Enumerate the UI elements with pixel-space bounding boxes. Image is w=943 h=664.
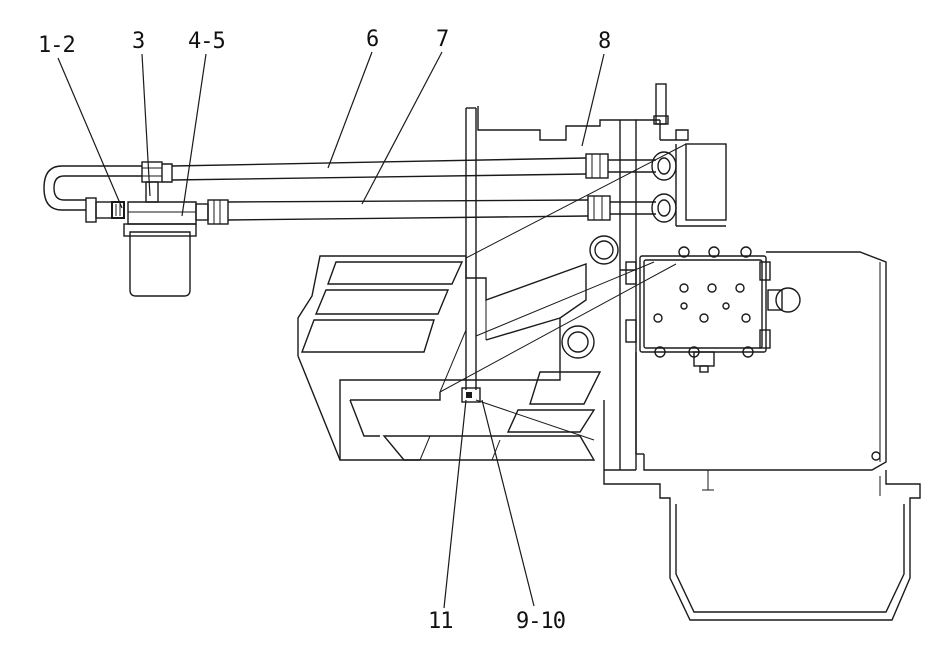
slat-2 [314, 289, 450, 315]
chassis-outline [643, 251, 887, 471]
hose-7-lower-edge [227, 215, 589, 221]
hose-6-upper-edge [171, 157, 587, 167]
chassis-housing [603, 251, 921, 621]
slat-1 [327, 261, 464, 285]
filter-canister [129, 231, 191, 297]
filter-head [127, 201, 197, 225]
valve-bolts [653, 246, 754, 358]
hose-7-upper-edge [227, 199, 589, 203]
main-frame [461, 83, 727, 471]
control-valve-block [625, 246, 801, 373]
label-11: 11 [428, 609, 453, 634]
hose-6-fitting-left [162, 163, 173, 183]
bracket-clip-11 [461, 387, 481, 403]
stepped-panels [297, 255, 602, 461]
valve-block-body [639, 255, 767, 353]
leader-4-5 [181, 53, 207, 217]
leader-3 [141, 53, 151, 197]
hoses [162, 151, 677, 223]
label-8: 8 [598, 29, 610, 54]
label-7: 7 [436, 27, 448, 52]
slat-bottom [382, 435, 596, 461]
fitting-top [141, 161, 163, 183]
panel-outline [297, 255, 587, 461]
filter-collar [123, 223, 197, 237]
frame-diagonals [439, 143, 687, 441]
slat-small-2 [506, 409, 596, 433]
label-3: 3 [132, 29, 144, 54]
leader-1-2 [57, 57, 123, 209]
leader-lines [57, 51, 605, 609]
label-9-10: 9-10 [516, 609, 565, 634]
u-bend-pipe-outer [43, 165, 142, 211]
leader-6 [327, 51, 373, 169]
fitting-left [85, 197, 97, 223]
u-bend-pipe-inner [53, 175, 142, 201]
label-4-5: 4-5 [188, 29, 225, 54]
label-6: 6 [366, 27, 378, 52]
filter-assembly [43, 161, 229, 297]
leader-7 [361, 51, 443, 205]
leader-11 [443, 399, 467, 609]
hose-6-fitting-right [585, 153, 609, 179]
leader-9-10 [481, 399, 535, 607]
leader-8 [581, 53, 605, 147]
slat-small-1 [529, 371, 602, 405]
hose-6-lower-edge [171, 173, 587, 181]
slat-3 [300, 319, 435, 353]
fitting-right [207, 199, 229, 225]
label-1-2: 1-2 [38, 33, 75, 58]
solenoid-knob [775, 287, 801, 313]
valve-box-right [685, 143, 727, 221]
hose-7-fitting-right [587, 195, 611, 221]
lower-housing [603, 470, 921, 621]
